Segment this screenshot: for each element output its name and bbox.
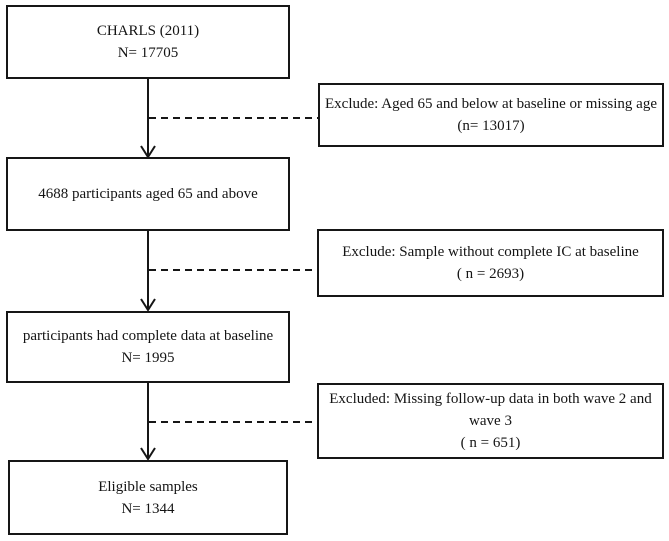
exclusion-box-age: Exclude: Aged 65 and below at baseline o…	[318, 83, 664, 147]
arrow-down-head-icon-2	[140, 298, 156, 312]
flow-box-charls: CHARLS (2011) N= 17705	[6, 5, 290, 79]
exclusion-box-ic-n: ( n = 2693)	[456, 266, 525, 282]
flow-box-aged65: 4688 participants aged 65 and above	[6, 157, 290, 231]
flow-box-charls-n: N= 17705	[117, 45, 179, 61]
flow-box-charls-title: CHARLS (2011)	[96, 23, 200, 39]
arrow-down-head-icon-3	[140, 447, 156, 461]
exclusion-box-ic: Exclude: Sample without complete IC at b…	[317, 229, 664, 297]
flow-box-eligible-n: N= 1344	[121, 500, 175, 517]
flow-box-eligible: Eligible samples N= 1344	[8, 460, 288, 535]
exclusion-box-followup-text-1: Excluded: Missing follow-up data in both…	[329, 391, 652, 407]
flow-box-complete-n: N= 1995	[121, 350, 175, 366]
exclusion-box-followup-text-2: wave 3	[469, 413, 512, 429]
flow-box-eligible-text: Eligible samples	[98, 478, 198, 495]
exclusion-box-age-n: (n= 13017)	[457, 118, 525, 134]
exclusion-box-followup-n: ( n = 651)	[460, 435, 521, 451]
exclusion-box-followup: Excluded: Missing follow-up data in both…	[317, 383, 664, 459]
exclusion-box-ic-text: Exclude: Sample without complete IC at b…	[342, 244, 639, 260]
flow-box-aged65-text: 4688 participants aged 65 and above	[38, 186, 258, 202]
arrow-down-head-icon-1	[140, 145, 156, 159]
exclusion-box-age-text: Exclude: Aged 65 and below at baseline o…	[325, 96, 657, 112]
flow-box-complete-data: participants had complete data at baseli…	[6, 311, 290, 383]
flow-box-complete-text: participants had complete data at baseli…	[22, 328, 274, 344]
